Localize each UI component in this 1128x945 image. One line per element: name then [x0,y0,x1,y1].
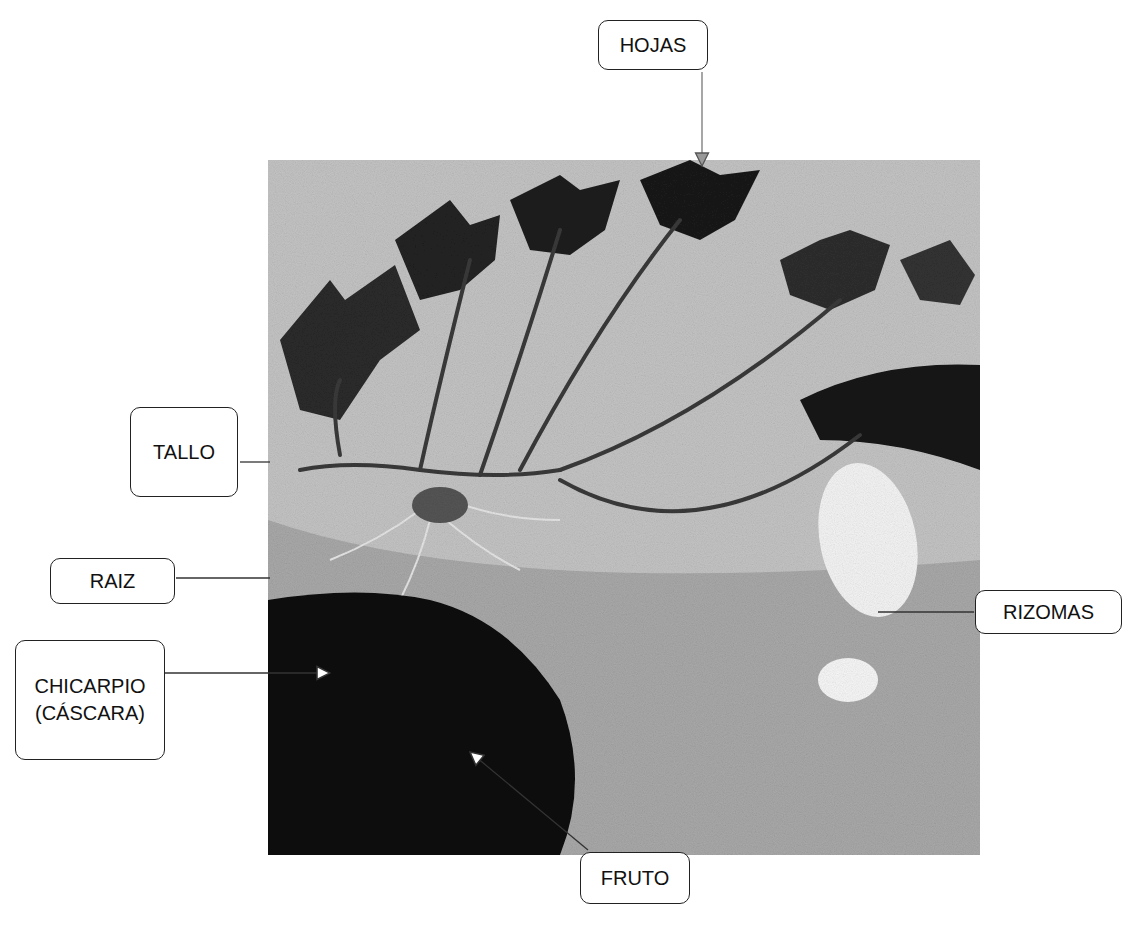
part-label: CHICARPIO (CÁSCARA) [25,673,155,727]
label-box: HOJAS [598,20,708,70]
part-label: RIZOMAS [1003,599,1094,626]
leader-lines [162,72,974,850]
label-box: FRUTO [580,852,690,904]
part-label: RAIZ [90,568,136,595]
photo [268,160,980,855]
part-label: FRUTO [601,865,670,892]
label-box: TALLO [130,407,238,497]
part-label: HOJAS [620,32,687,59]
part-label: TALLO [153,439,215,466]
label-box: RAIZ [50,558,175,604]
label-box: CHICARPIO (CÁSCARA) [15,640,165,760]
label-box: RIZOMAS [975,590,1122,634]
